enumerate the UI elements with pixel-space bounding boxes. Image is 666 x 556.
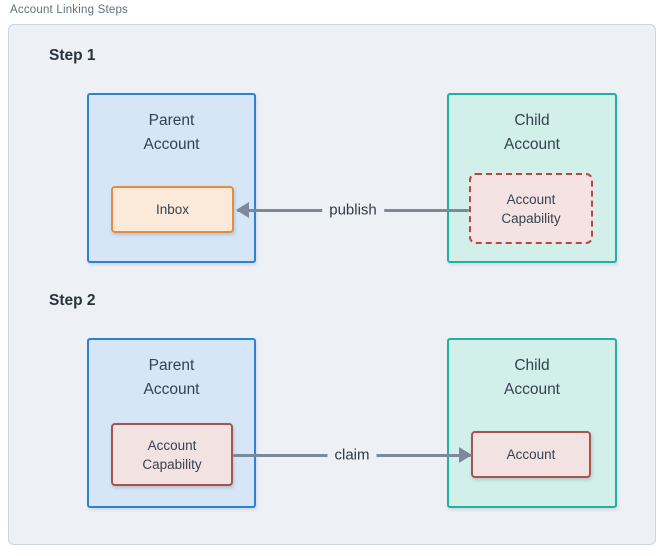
parent-title-line2: Account — [143, 136, 200, 153]
right-arrowhead-icon — [459, 447, 472, 463]
step-1-heading: Step 1 — [49, 47, 96, 64]
left-arrowhead-icon — [236, 202, 249, 218]
child-title-line1: Child — [514, 357, 550, 374]
inbox-label: Inbox — [155, 202, 190, 217]
account-label: Account — [506, 447, 556, 462]
capability-label-line2: Capability — [142, 456, 202, 472]
step-1-inbox-box: Inbox — [111, 186, 234, 233]
claim-arrow-label: claim — [327, 446, 377, 464]
capability-label-line1: Account — [506, 191, 556, 207]
step-2-child-account-box: Child Account — [447, 338, 617, 508]
step-2-account-capability-box: Account Capability — [111, 423, 233, 486]
capability-label-line1: Account — [147, 437, 197, 453]
child-title-line1: Child — [514, 112, 550, 129]
diagram-panel: Step 1 Parent Account Inbox Child Accoun… — [8, 24, 656, 545]
capability-label-line2: Capability — [501, 210, 561, 226]
claim-arrow: claim — [233, 444, 472, 466]
step-1-parent-account-title: Parent Account — [89, 109, 254, 157]
child-title-line2: Account — [503, 136, 560, 153]
publish-arrow: publish — [236, 199, 469, 221]
step-2-parent-account-title: Parent Account — [89, 354, 254, 402]
parent-title-line1: Parent — [148, 357, 195, 374]
step-1-parent-account-box: Parent Account — [87, 93, 256, 263]
child-title-line2: Account — [503, 381, 560, 398]
figure-title: Account Linking Steps — [10, 4, 128, 16]
step-2-heading: Step 2 — [49, 292, 96, 309]
step-1-child-account-title: Child Account — [449, 109, 615, 157]
parent-title-line1: Parent — [148, 112, 195, 129]
step-2-child-account-title: Child Account — [449, 354, 615, 402]
step-2-account-box: Account — [471, 431, 591, 478]
parent-title-line2: Account — [143, 381, 200, 398]
step-1-account-capability-box: Account Capability — [469, 173, 593, 244]
publish-arrow-label: publish — [322, 201, 384, 219]
